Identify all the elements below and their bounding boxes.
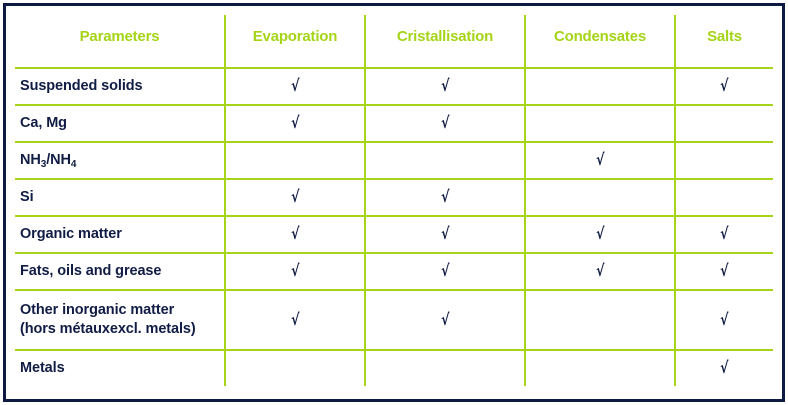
check-icon: √: [290, 261, 300, 280]
cell-cristallisation: √: [365, 216, 526, 254]
cell-evaporation: √: [225, 179, 366, 217]
table-frame: Parameters Evaporation Cristallisation C…: [3, 3, 785, 402]
check-icon: √: [595, 150, 605, 169]
check-icon: √: [720, 309, 729, 329]
check-icon: √: [595, 224, 605, 243]
cell-cristallisation: √: [365, 253, 526, 291]
row-label-parameter: Fats, oils and grease: [15, 253, 226, 291]
cell-condensates: √: [525, 142, 676, 180]
cell-condensates: √: [525, 216, 676, 254]
check-icon: √: [440, 187, 450, 206]
table-body: Suspended solids√√√√Ca, Mg√√√√NH3/NH4√√√…: [15, 68, 773, 386]
check-icon: √: [440, 224, 450, 243]
treatment-parameters-table: Parameters Evaporation Cristallisation C…: [15, 15, 773, 386]
table-row: NH3/NH4√√√√: [15, 142, 773, 180]
cell-condensates: √: [525, 68, 676, 106]
check-icon: √: [440, 261, 450, 280]
cell-salts: √: [675, 290, 773, 351]
cell-cristallisation: √: [365, 290, 526, 351]
check-icon: √: [720, 358, 729, 377]
table-row: Other inorganic matter (hors métauxexcl. …: [15, 290, 773, 351]
check-icon: √: [290, 309, 300, 329]
cell-cristallisation: √: [365, 350, 526, 386]
cell-condensates: √: [525, 253, 676, 291]
cell-salts: √: [675, 105, 773, 143]
check-icon: √: [290, 113, 300, 132]
table-row: Ca, Mg√√√√: [15, 105, 773, 143]
cell-salts: √: [675, 179, 773, 217]
cell-cristallisation: √: [365, 68, 526, 106]
table-header: Parameters Evaporation Cristallisation C…: [15, 15, 773, 69]
check-icon: √: [595, 261, 605, 280]
cell-evaporation: √: [225, 253, 366, 291]
cell-salts: √: [675, 350, 773, 386]
column-header-parameters: Parameters: [15, 15, 226, 69]
row-label-parameter: NH3/NH4: [15, 142, 226, 180]
cell-cristallisation: √: [365, 179, 526, 217]
check-icon: √: [290, 187, 300, 206]
check-icon: √: [290, 76, 300, 95]
table-row: Metals√√√√: [15, 350, 773, 386]
check-icon: √: [290, 224, 300, 243]
row-label-parameter: Organic matter: [15, 216, 226, 254]
cell-cristallisation: √: [365, 142, 526, 180]
cell-condensates: √: [525, 179, 676, 217]
cell-evaporation: √: [225, 68, 366, 106]
cell-evaporation: √: [225, 350, 366, 386]
cell-cristallisation: √: [365, 105, 526, 143]
row-label-line-1: Other inorganic matter: [20, 302, 175, 319]
column-header-evaporation: Evaporation: [225, 15, 366, 69]
cell-condensates: √: [525, 105, 676, 143]
table-row: Si√√√√: [15, 179, 773, 217]
check-icon: √: [440, 309, 450, 329]
row-label-parameter: Suspended solids: [15, 68, 226, 106]
check-icon: √: [720, 224, 729, 243]
column-header-condensates: Condensates: [525, 15, 676, 69]
cell-salts: √: [675, 216, 773, 254]
table-inner: Parameters Evaporation Cristallisation C…: [6, 6, 782, 399]
row-label-parameter: Si: [15, 179, 226, 217]
check-icon: √: [440, 113, 450, 132]
cell-evaporation: √: [225, 142, 366, 180]
cell-salts: √: [675, 142, 773, 180]
cell-condensates: √: [525, 290, 676, 351]
table-row: Organic matter √ √ √ √: [15, 216, 773, 254]
column-header-cristallisation: Cristallisation: [365, 15, 526, 69]
table-row: Fats, oils and grease √ √ √ √: [15, 253, 773, 291]
cell-salts: √: [675, 253, 773, 291]
row-label-parameter: Ca, Mg: [15, 105, 226, 143]
cell-condensates: √: [525, 350, 676, 386]
table-row: Suspended solids √ √ √ √: [15, 68, 773, 106]
cell-evaporation: √: [225, 216, 366, 254]
cell-salts: √: [675, 68, 773, 106]
row-label-parameter: Metals: [15, 350, 226, 386]
table-header-row: Parameters Evaporation Cristallisation C…: [15, 15, 773, 69]
cell-evaporation: √: [225, 290, 366, 351]
row-label-parameter: Other inorganic matter (hors métauxexcl. …: [15, 290, 226, 351]
row-label-line-2: (hors métauxexcl. metals): [20, 321, 196, 337]
check-icon: √: [720, 261, 729, 280]
column-header-salts: Salts: [675, 15, 773, 69]
check-icon: √: [720, 76, 729, 95]
check-icon: √: [440, 76, 450, 95]
cell-evaporation: √: [225, 105, 366, 143]
